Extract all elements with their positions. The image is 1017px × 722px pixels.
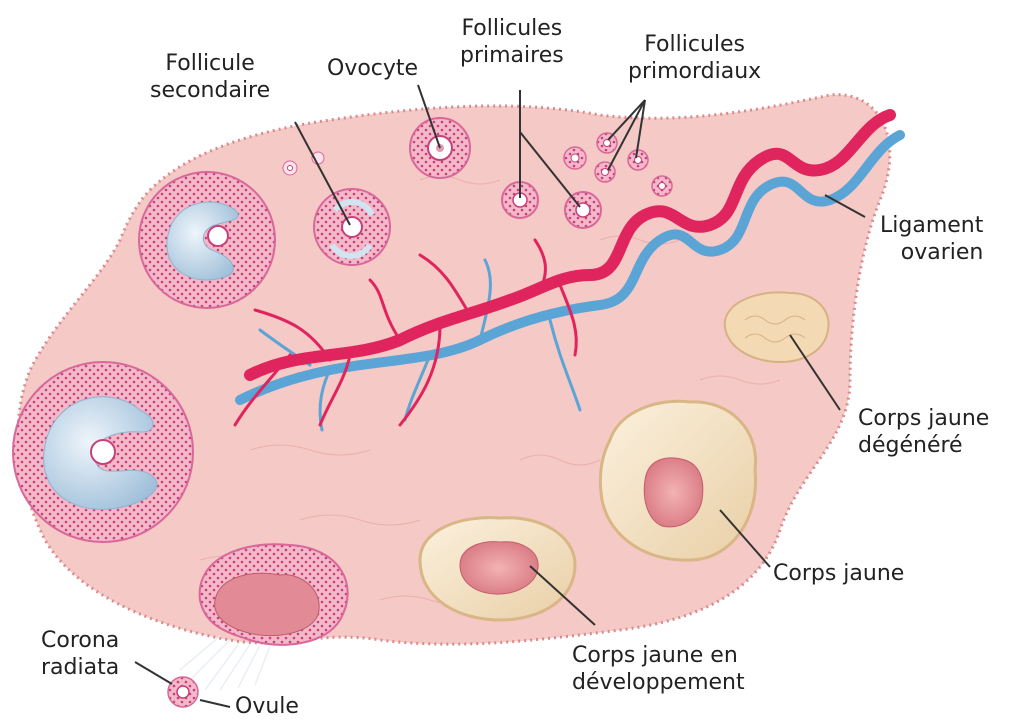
mature-follicle — [13, 362, 193, 542]
label-corona-radiata: Corona radiata — [41, 627, 119, 681]
label-corps-jaune-developpement: Corps jaune en développement — [572, 642, 745, 696]
tertiary-follicle — [139, 172, 275, 308]
corpus-luteum — [600, 401, 755, 560]
label-follicules-primaires: Follicules primaires — [460, 15, 564, 69]
label-corps-jaune: Corps jaune — [773, 560, 904, 587]
corpus-luteum-developing — [420, 518, 575, 620]
ovule — [168, 677, 198, 707]
label-ligament-ovarien: Ligament ovarien — [880, 212, 983, 266]
corpus-albicans — [725, 292, 829, 362]
label-follicule-secondaire: Follicule secondaire — [150, 50, 270, 104]
label-ovule: Ovule — [235, 693, 299, 720]
label-corps-jaune-degenere: Corps jaune dégénéré — [858, 405, 989, 459]
label-follicules-primordiaux: Follicules primordiaux — [628, 31, 761, 85]
secondary-follicle — [314, 189, 390, 265]
label-ovocyte: Ovocyte — [327, 55, 418, 82]
